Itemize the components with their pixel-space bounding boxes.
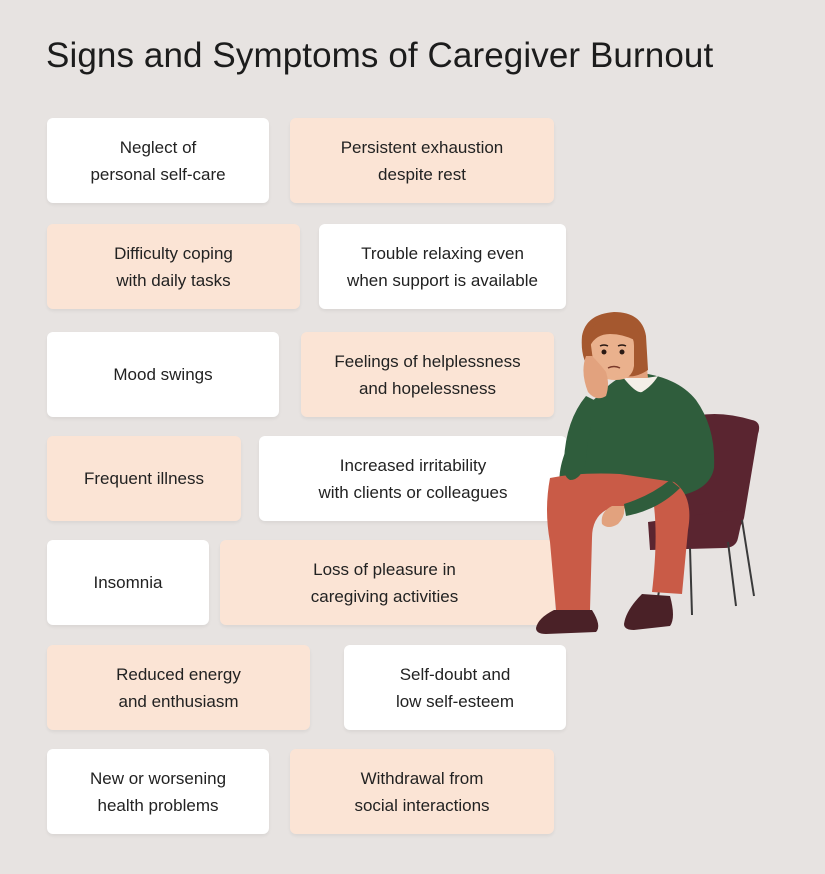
card-line: personal self-care xyxy=(90,164,226,184)
card-helplessness: Feelings of helplessness and hopelessnes… xyxy=(301,332,554,417)
card-line: Feelings of helplessness xyxy=(334,351,521,371)
card-line: New or worsening xyxy=(89,768,227,788)
card-line: Frequent illness xyxy=(83,469,204,488)
card-withdrawal: Withdrawal from social interactions xyxy=(290,749,554,834)
card-line: Insomnia xyxy=(93,573,163,592)
card-line: Increased irritability xyxy=(339,455,487,475)
card-line: Withdrawal from xyxy=(360,768,484,788)
card-difficulty-coping: Difficulty coping with daily tasks xyxy=(47,224,300,309)
card-line: Self-doubt and xyxy=(399,664,511,684)
card-irritability: Increased irritability with clients or c… xyxy=(259,436,567,521)
card-reduced-energy: Reduced energy and enthusiasm xyxy=(47,645,310,730)
card-loss-of-pleasure: Loss of pleasure in caregiving activitie… xyxy=(220,540,555,625)
card-mood-swings: Mood swings xyxy=(47,332,279,417)
card-line: Neglect of xyxy=(119,137,197,157)
card-line: Difficulty coping xyxy=(114,243,233,263)
page-title: Signs and Symptoms of Caregiver Burnout xyxy=(46,36,714,75)
card-line: low self-esteem xyxy=(395,691,515,711)
card-line: Trouble relaxing even xyxy=(361,243,524,263)
card-line: and hopelessness xyxy=(358,378,497,398)
card-line: Mood swings xyxy=(113,365,213,384)
card-frequent-illness: Frequent illness xyxy=(47,436,241,521)
card-line: with clients or colleagues xyxy=(318,482,508,502)
card-line: caregiving activities xyxy=(310,586,459,606)
card-line: Loss of pleasure in xyxy=(313,559,456,579)
card-insomnia: Insomnia xyxy=(47,540,209,625)
card-line: Persistent exhaustion xyxy=(340,137,504,157)
card-line: when support is available xyxy=(347,270,538,290)
card-trouble-relaxing: Trouble relaxing even when support is av… xyxy=(319,224,566,309)
tired-woman-sitting-on-chair-icon xyxy=(536,312,760,634)
card-neglect-self-care: Neglect of personal self-care xyxy=(47,118,269,203)
card-line: with daily tasks xyxy=(116,270,231,290)
card-line: health problems xyxy=(97,795,219,815)
card-line: Reduced energy xyxy=(116,664,241,684)
card-health-problems: New or worsening health problems xyxy=(47,749,269,834)
card-line: and enthusiasm xyxy=(118,691,239,711)
card-persistent-exhaustion: Persistent exhaustion despite rest xyxy=(290,118,554,203)
card-self-doubt: Self-doubt and low self-esteem xyxy=(344,645,566,730)
card-line: despite rest xyxy=(378,164,466,184)
card-line: social interactions xyxy=(354,795,490,815)
